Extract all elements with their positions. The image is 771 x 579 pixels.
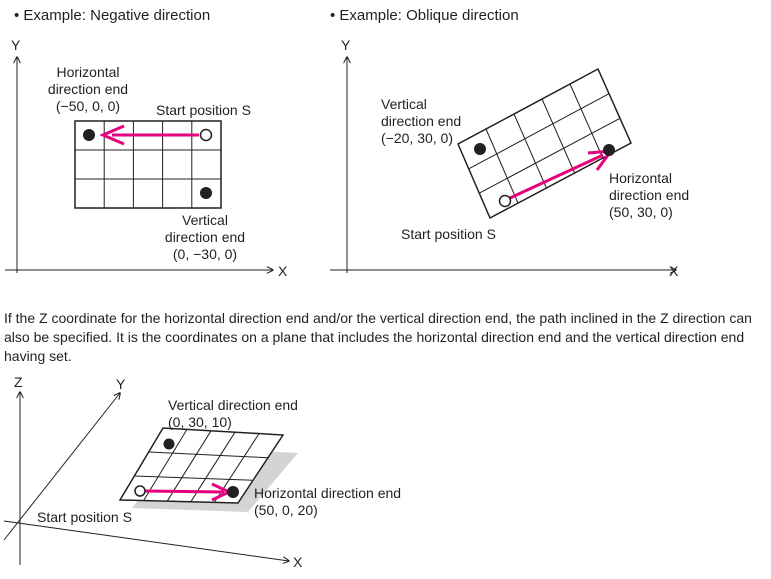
obl-path-arrow <box>509 149 615 200</box>
obl-vertical-end-point <box>474 143 486 155</box>
3d-horizontal-end-point <box>227 486 239 498</box>
obl-y-axis-label: Y <box>341 37 351 53</box>
neg-horizontal-end-coords: (−50, 0, 0) <box>55 98 121 114</box>
negative-diagram <box>5 57 273 273</box>
neg-horizontal-end-point <box>83 129 95 141</box>
3d-grid <box>118 427 285 504</box>
obl-horizontal-end-coords: (50, 30, 0) <box>609 204 673 220</box>
neg-x-axis-label: X <box>278 263 288 279</box>
3d-y-axis <box>3 393 120 541</box>
neg-start-label: Start position S <box>156 102 251 118</box>
3d-vertical-end-point <box>163 438 175 450</box>
obl-vertical-end-coords: (−20, 30, 0) <box>381 130 453 146</box>
inclined-diagram <box>3 392 298 565</box>
3d-vertical-end-coords: (0, 30, 10) <box>168 414 232 430</box>
3d-y-axis-label: Y <box>116 376 126 392</box>
neg-horizontal-end-label: Horizontal direction end (−50, 0, 0) <box>28 64 148 115</box>
3d-horizontal-end-label: Horizontal direction end (50, 0, 20) <box>254 485 402 518</box>
3d-horizontal-end-coords: (50, 0, 20) <box>254 502 318 518</box>
obl-horizontal-end-point <box>603 144 615 156</box>
obl-start-label: Start position S <box>401 226 496 242</box>
neg-start-point <box>199 128 213 142</box>
neg-y-axis-label: Y <box>11 37 21 53</box>
obl-horizontal-end-label: Horizontal direction end (50, 30, 0) <box>609 170 690 220</box>
negative-heading: • Example: Negative direction <box>14 7 211 24</box>
neg-vertical-end-coords: (0, −30, 0) <box>172 246 238 262</box>
neg-vertical-end-point <box>200 187 212 199</box>
oblique-diagram <box>330 57 676 273</box>
oblique-heading: • Example: Oblique direction <box>330 7 519 24</box>
obl-start-point <box>498 194 512 208</box>
neg-vertical-end-label: Vertical direction end (0, −30, 0) <box>145 212 265 263</box>
explanation-paragraph: If the Z coordinate for the horizontal d… <box>4 310 752 364</box>
3d-z-axis-label: Z <box>14 374 23 390</box>
neg-path-arrow <box>99 124 199 146</box>
obl-grid <box>457 67 632 220</box>
obl-x-axis-label: X <box>669 263 679 279</box>
obl-vertical-end-label: Vertical direction end (−20, 30, 0) <box>381 96 462 146</box>
3d-vertical-end-label: Vertical direction end (0, 30, 10) <box>168 397 298 430</box>
3d-start-label: Start position S <box>37 509 132 525</box>
3d-x-axis <box>3 520 289 561</box>
3d-start-point <box>134 485 146 497</box>
3d-x-axis-label: X <box>293 554 303 570</box>
